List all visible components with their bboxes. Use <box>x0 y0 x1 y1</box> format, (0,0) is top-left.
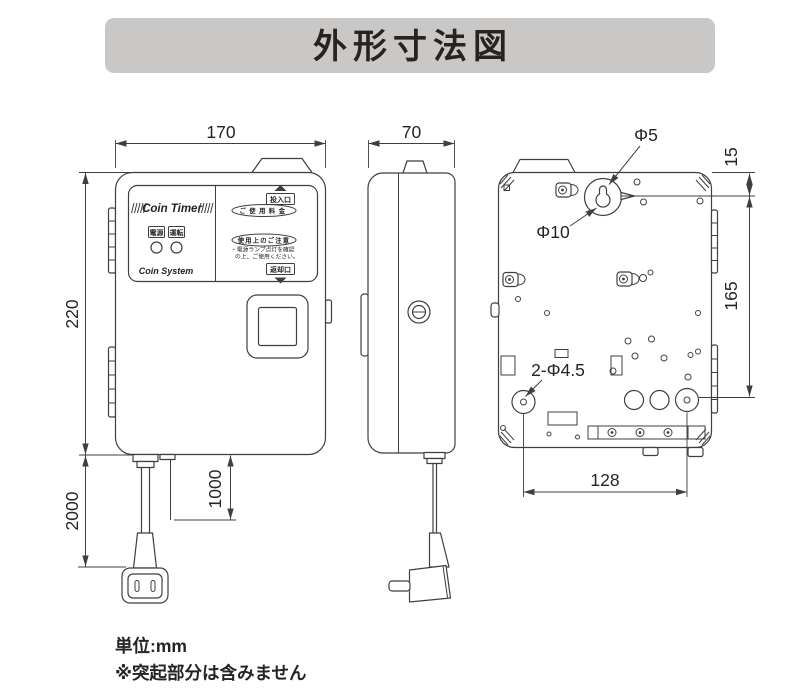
caution-oval <box>231 233 297 247</box>
dim-width: 170 <box>206 122 235 142</box>
front-dimensions: 170 220 2000 1000 <box>62 122 326 568</box>
power-lamp-label: 電源 <box>150 228 164 237</box>
side-left-tab <box>360 293 370 357</box>
key-lock <box>407 300 431 324</box>
dim-height: 220 <box>62 299 82 328</box>
footer-notes: 単位:mm ※突起部分は含みません <box>115 636 307 683</box>
run-lamp-led <box>170 241 183 254</box>
unit-note: 単位:mm <box>115 636 187 656</box>
back-left-tab <box>490 302 500 318</box>
bottom-tab-1 <box>642 446 659 457</box>
coin-slot-label: 投入口 <box>270 195 291 204</box>
plug-neck <box>132 532 158 569</box>
front-right-tab <box>324 299 333 324</box>
logo-stripes-left <box>131 202 147 214</box>
front-view: Coin Timer 電源 運転 Coin System 投入口 ご使用料金 <box>107 157 333 604</box>
return-recess <box>246 294 309 359</box>
label-phi10: Φ10 <box>536 222 570 242</box>
page-title: 外形寸法図 <box>313 28 513 66</box>
power-lamp: 電源 <box>148 226 165 254</box>
dim-cord-length: 2000 <box>62 491 82 530</box>
back-top-bump <box>512 158 576 173</box>
plug-neck-side <box>428 532 450 568</box>
dim-hole-span: 128 <box>590 470 619 490</box>
title-background <box>105 18 715 73</box>
front-hinge-strips <box>107 207 117 418</box>
plug-prong <box>388 580 411 592</box>
corner-hatching <box>499 174 711 446</box>
back-view <box>490 158 719 458</box>
cord-bushing <box>132 453 159 463</box>
side-dimensions: 70 <box>368 122 455 168</box>
dim-depth: 70 <box>402 122 422 142</box>
side-cord-and-plug <box>388 451 452 603</box>
protrusion-note: ※突起部分は含みません <box>115 663 307 683</box>
front-control-panel: Coin Timer 電源 運転 Coin System 投入口 ご使用料金 <box>127 184 319 284</box>
arrow-up-icon <box>274 185 287 191</box>
logo-stripes-right <box>198 202 214 214</box>
caution-line-1: ・電源ランプ点灯を確認 <box>231 246 295 254</box>
run-lamp-label: 運転 <box>170 228 184 237</box>
dim-vertical-span: 165 <box>721 281 741 310</box>
run-lamp: 運転 <box>168 226 185 254</box>
caution-label: 使用上のご注意 <box>237 236 290 245</box>
mounting-holes <box>511 387 700 415</box>
logo-text: Coin Timer <box>142 203 202 215</box>
brand-text: Coin System <box>139 266 194 276</box>
fee-oval <box>231 204 297 217</box>
keyhole-mount <box>583 177 636 217</box>
bottom-rail <box>587 425 706 440</box>
dim-wire-length: 1000 <box>205 469 225 508</box>
back-hinge-strips <box>710 209 719 414</box>
front-cord-and-plug <box>121 453 176 604</box>
label-mount-holes: 2-Φ4.5 <box>531 360 585 380</box>
caution-line-2: の上、ご使用ください。 <box>235 253 299 261</box>
plug-body-side <box>408 564 452 603</box>
return-slot-box <box>266 263 295 275</box>
side-top-bump <box>402 160 428 174</box>
side-view <box>360 160 456 603</box>
power-lamp-led <box>150 241 163 254</box>
wire-clamp <box>159 453 176 461</box>
bottom-tab-2 <box>687 446 704 458</box>
back-panel-holes <box>500 178 704 440</box>
coin-slot-box <box>266 193 295 205</box>
plug-slot-right <box>150 580 156 592</box>
plug-slot-left <box>134 580 140 592</box>
title-banner: 外形寸法図 <box>105 18 715 73</box>
return-slot-label: 返却口 <box>270 265 291 274</box>
arrow-down-icon <box>274 277 287 284</box>
label-phi5: Φ5 <box>634 125 658 145</box>
fee-label: ご使用料金 <box>240 206 289 215</box>
back-dimensions: 15 165 Φ5 Φ10 2-Φ4.5 128 <box>523 125 755 497</box>
dim-top-offset: 15 <box>721 147 741 166</box>
keyhole-slot <box>595 185 611 208</box>
front-top-bump <box>251 157 313 173</box>
cable-clips <box>502 182 640 288</box>
